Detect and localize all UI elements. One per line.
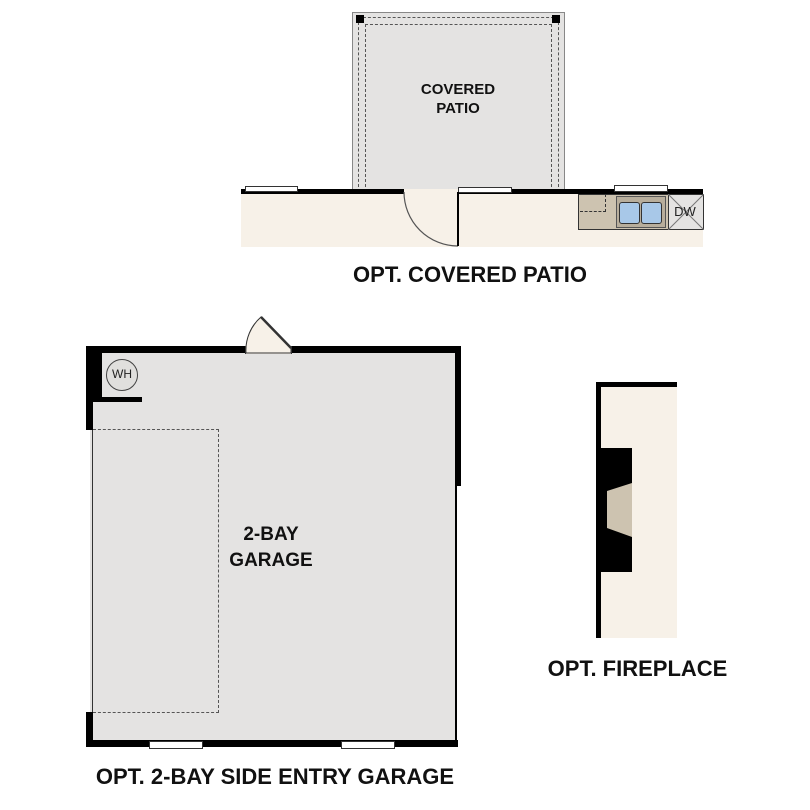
dishwasher-label: DW [674,204,696,219]
wh-closet-wall-side [86,350,102,402]
window [245,186,298,192]
window [341,741,395,749]
garage-wall-left-lower [86,712,93,746]
garage-wall-right-thin [455,486,457,746]
room-label-line: 2-BAY [243,524,299,545]
door-swing-icon[interactable] [400,190,462,250]
water-heater-label: WH [112,367,132,381]
water-heater-icon [106,359,138,391]
sliding-door [458,187,512,193]
room-label-line: COVERED [420,81,496,98]
counter-dashed-corner [580,194,606,212]
sink-bowl-icon [619,202,640,224]
door-opening [404,189,458,194]
firebox-icon [607,483,632,537]
wh-closet-wall [86,397,142,402]
garage-door-dashed-outline [93,429,219,713]
fireplace-caption: OPT. FIREPLACE [547,656,728,681]
dishwasher-icon [668,194,704,230]
fireplace-wall-top [596,382,677,387]
garage-wall-bottom [86,740,458,747]
garage-caption: OPT. 2-BAY SIDE ENTRY GARAGE [95,764,455,789]
patio-post [552,15,560,23]
window [614,185,668,192]
garage-wall-left-door-jamb [92,430,93,712]
door-swing-icon[interactable] [243,312,295,354]
patio-dashed-outline-inner [365,24,552,192]
room-label-line: PATIO [436,100,480,117]
room-label-line: GARAGE [229,550,313,571]
garage-floor [90,350,456,742]
patio-dashed-outline-outer [358,17,559,192]
garage-wall-right [455,346,461,486]
patio-slab [352,12,565,190]
window [149,741,203,749]
sink-bowl-icon [641,202,662,224]
covered-patio-room-label: COVERED PATIO [400,80,516,118]
patio-post [356,15,364,23]
covered-patio-caption: OPT. COVERED PATIO [353,262,587,287]
garage-room-label: 2-BAY GARAGE [212,522,330,574]
